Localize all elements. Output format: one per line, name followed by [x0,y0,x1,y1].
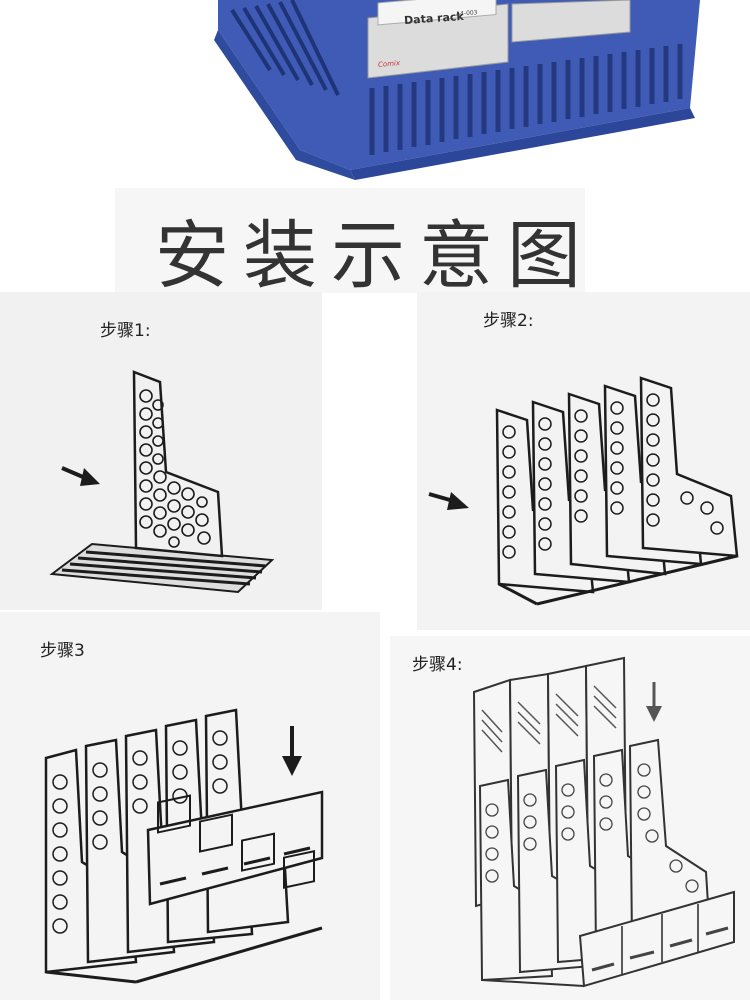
step-3-label: 步骤3 [40,641,85,661]
step-4-diagram [472,656,735,988]
step-2-diagram [428,376,739,606]
page-title: 安装示意图 [155,213,595,299]
step-1-diagram [49,370,275,594]
rack-label-model: A4-003 [455,9,478,18]
step-3-diagram [44,708,324,984]
arrow-right-icon [428,492,469,510]
step-1-panel: 步骤1: [0,292,322,610]
arrow-right-icon [61,466,100,486]
step-2-panel: 步骤2: [417,292,750,630]
product-photo: Data rack A4-003 Comix [0,0,750,190]
step-1-label: 步骤1: [100,321,151,341]
step-4-label: 步骤4: [412,655,463,675]
title-background [115,188,585,293]
step-4-panel: 步骤4: [390,636,750,1000]
file-rack-photo [214,0,700,180]
arrow-down-icon [646,682,662,722]
step-3-panel: 步骤3 [0,612,380,1000]
step-2-label: 步骤2: [483,311,534,331]
arrow-down-icon [282,726,302,776]
